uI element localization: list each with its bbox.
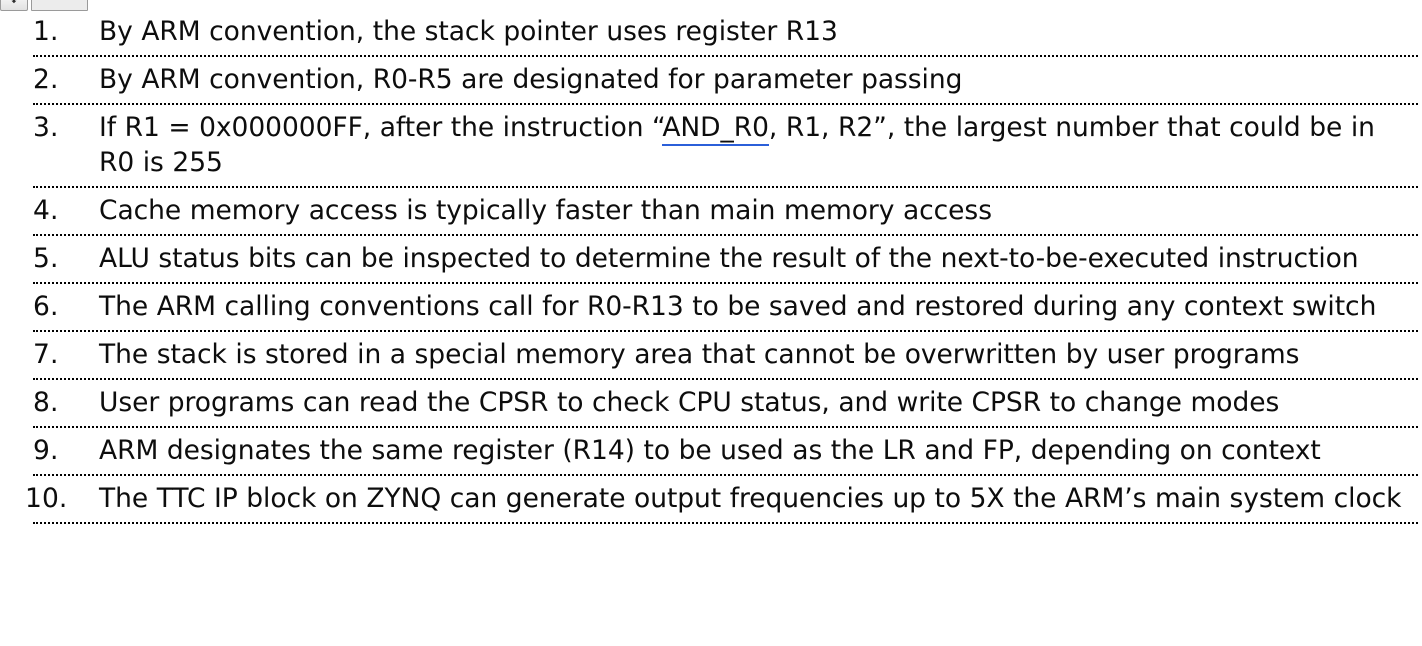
list-item[interactable]: 6. The ARM calling conventions call for … [33,284,1418,332]
download-arrow-glyph: ⬇ [9,0,19,6]
list-item[interactable]: 3. If R1 = 0x000000FF, after the instruc… [33,105,1418,188]
list-item[interactable]: 7. The stack is stored in a special memo… [33,332,1418,380]
list-item-number: 6. [33,290,59,322]
list-item-number: 1. [33,16,59,47]
list-item-text: The stack is stored in a special memory … [99,338,1300,370]
list-item-text: User programs can read the CPSR to check… [99,386,1280,418]
toolbar-stub: ⬇ [0,0,88,11]
list-item[interactable]: 1. By ARM convention, the stack pointer … [33,9,1418,57]
list-item-number: 7. [33,338,59,370]
list-item-number: 9. [33,434,59,466]
list-item-text: The TTC IP block on ZYNQ can generate ou… [99,482,1402,514]
list-item-number: 2. [33,63,59,95]
numbered-list: 1. By ARM convention, the stack pointer … [25,9,1418,524]
list-item-number: 8. [33,386,59,418]
list-item[interactable]: 10. The TTC IP block on ZYNQ can generat… [25,476,1418,524]
list-item-number: 5. [33,242,59,274]
list-item[interactable]: 2. By ARM convention, R0-R5 are designat… [33,57,1418,105]
list-item-text-after: , R1, R2”, the largest number that could… [99,111,1375,178]
list-item-number: 3. [33,111,59,143]
list-item-text: By ARM convention, R0-R5 are designated … [99,63,963,95]
list-item-text: By ARM convention, the stack pointer use… [99,16,838,47]
list-item-text: ARM designates the same register (R14) t… [99,434,1321,466]
list-item-text: Cache memory access is typically faster … [99,194,992,226]
list-item[interactable]: 9. ARM designates the same register (R14… [33,428,1418,476]
list-item-text: ALU status bits can be inspected to dete… [99,242,1359,274]
list-item[interactable]: 5. ALU status bits can be inspected to d… [33,236,1418,284]
list-item-text-before: If R1 = 0x000000FF, after the instructio… [99,111,663,143]
list-item-text: The ARM calling conventions call for R0-… [99,290,1377,322]
download-arrow-icon[interactable]: ⬇ [0,0,28,11]
toolbar-text-field[interactable] [31,0,88,11]
grammar-flagged-text[interactable]: AND_R0 [662,111,769,146]
list-item[interactable]: 8. User programs can read the CPSR to ch… [33,380,1418,428]
list-item-number: 4. [33,194,59,226]
list-item-text: If R1 = 0x000000FF, after the instructio… [99,111,1418,181]
list-item[interactable]: 4. Cache memory access is typically fast… [33,188,1418,236]
list-item-number: 10. [25,482,68,514]
